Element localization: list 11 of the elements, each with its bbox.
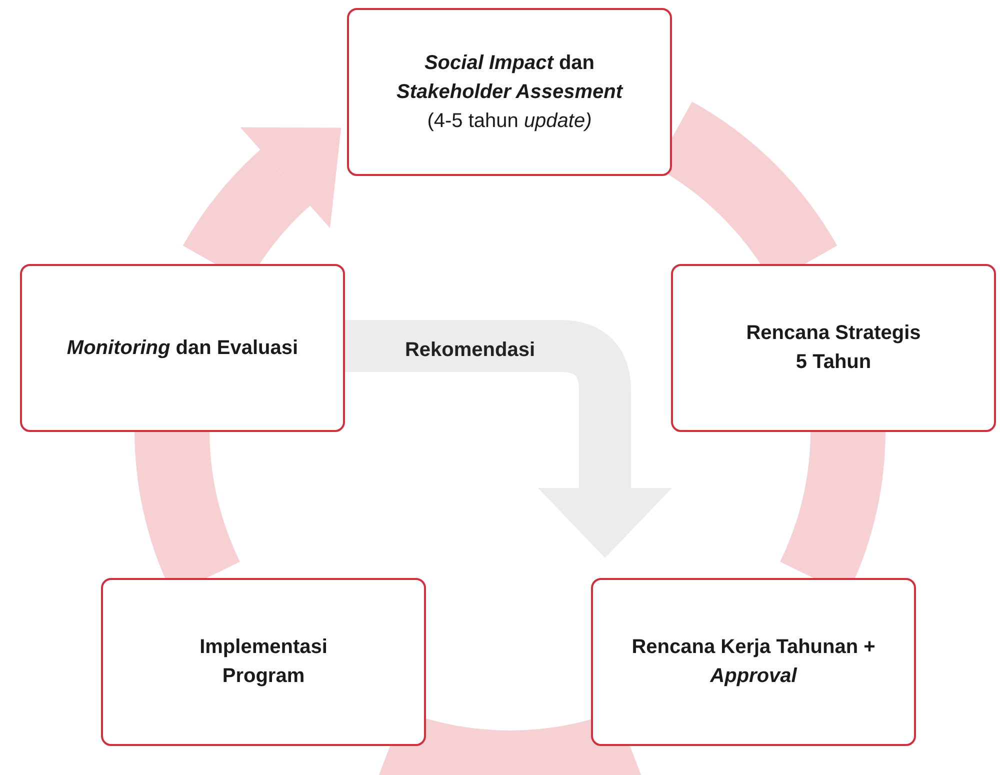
process-box [101, 578, 426, 746]
box-text: Rencana Strategis 5 Tahun [745, 321, 922, 375]
process-box [20, 264, 345, 432]
box-text: Monitoring dan Evaluasi [66, 336, 298, 360]
process-box [591, 578, 916, 746]
box-text: Rencana Kerja Tahunan + Approval [630, 635, 876, 689]
arrow [345, 320, 672, 558]
process-box [671, 264, 996, 432]
box-text: (4-5 tahun update) [427, 108, 592, 134]
process-box [347, 8, 672, 176]
box-text: Implementasi Program [198, 635, 328, 689]
